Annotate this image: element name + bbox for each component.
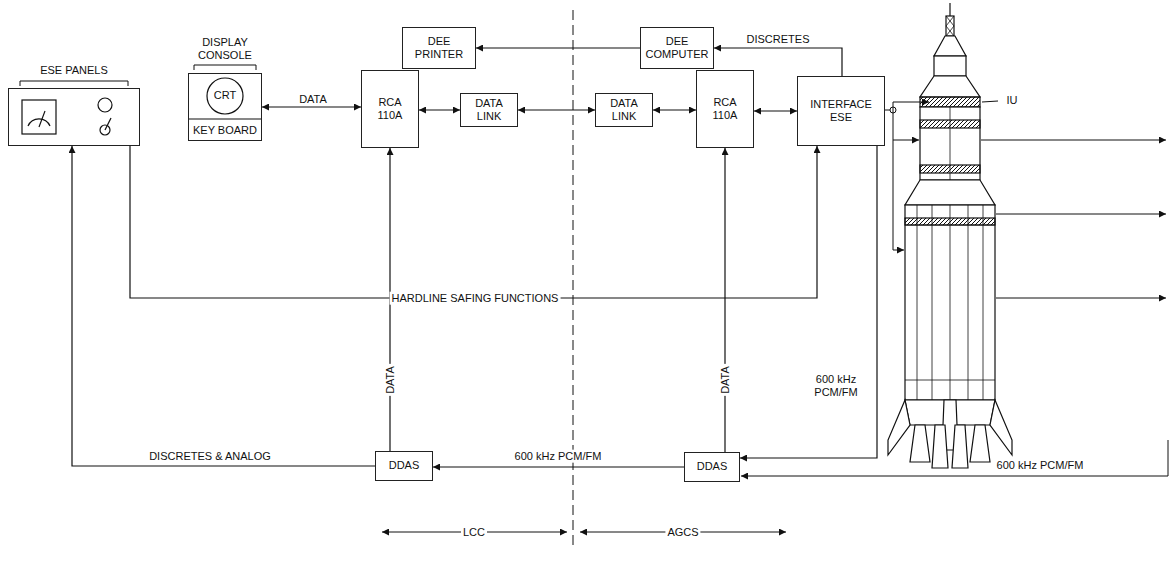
data-link-box: DATA LINK [460, 93, 518, 127]
panel-instruments [28, 119, 50, 126]
saturn-ib-rocket [983, 205, 984, 400]
signal-connector [740, 146, 877, 458]
saturn-ib-rocket [950, 205, 951, 400]
saturn-ib-rocket [946, 16, 954, 36]
saturn-ib-rocket [888, 400, 910, 455]
panel-instruments [39, 111, 45, 127]
signal-connector [754, 110, 797, 111]
saturn-ib-rocket [970, 425, 990, 462]
panel-instruments [22, 100, 56, 134]
saturn-ib-rocket [905, 180, 995, 205]
site-label: AGCS [665, 526, 700, 539]
vehicle-links [981, 140, 1166, 141]
vehicle-links [893, 250, 904, 251]
span-arrows [382, 532, 786, 533]
saturn-ib-rocket [920, 97, 980, 107]
saturn-ib-rocket [949, 3, 950, 16]
saturn-ib-rocket [905, 205, 995, 400]
saturn-ib-rocket [952, 425, 968, 468]
vehicle-links [741, 476, 1168, 477]
saturn-ib-rocket [917, 205, 918, 400]
heading-brackets [20, 81, 128, 86]
heading-brackets [194, 65, 256, 70]
vehicle-links [996, 298, 1166, 299]
vehicle-links [1168, 440, 1169, 476]
signal-label: DISCRETES [745, 33, 812, 46]
saturn-ib-rocket [968, 205, 969, 400]
panel-instruments [98, 98, 112, 112]
saturn-ib-rocket [910, 425, 930, 462]
saturn-ib-rocket [905, 218, 995, 225]
saturn-ib-rocket [950, 107, 951, 180]
signal-connector [419, 109, 460, 110]
signal-label: 600 kHz PCM/FM [995, 459, 1086, 472]
node-label: DDAS [389, 459, 420, 472]
saturn-ib-rocket [934, 36, 966, 56]
saturn-ib-rocket [990, 400, 1012, 455]
vehicle-links [741, 101, 1168, 476]
computer-box: RCA 110A [361, 70, 419, 148]
site-label: LCC [461, 526, 487, 539]
vehicle-links [982, 101, 998, 102]
vehicle-links [996, 214, 1166, 215]
signal-label: HARDLINE SAFING FUNCTIONS [390, 292, 561, 305]
signal-connector [476, 47, 640, 48]
node-label: RCA 110A [365, 96, 415, 122]
signal-label: 600 kHz PCM/FM [806, 373, 866, 398]
signal-connector [130, 146, 817, 298]
node-label: KEY BOARD [189, 124, 261, 137]
saturn-ib-rocket [888, 3, 1012, 468]
ddas-box: DDAS [684, 452, 740, 482]
signal-connector [262, 106, 361, 107]
vehicle-links [893, 102, 894, 250]
node-label: INTERFACE ESE [801, 98, 881, 124]
control-panel: ESE PANELS [8, 88, 140, 146]
saturn-ib-rocket [932, 425, 948, 468]
vehicle-links [893, 140, 919, 141]
node-label: DEE COMPUTER [644, 35, 710, 61]
saturn-ib-rocket [946, 16, 954, 36]
saturn-ib-rocket [934, 56, 966, 76]
signal-label: DATA [384, 364, 397, 396]
saturn-ib-rocket [932, 205, 933, 400]
signal-label: DATA [297, 93, 329, 106]
stage-callout: IU [1005, 94, 1020, 107]
signal-label: DISCRETES & ANALOG [147, 450, 273, 463]
node-label: RCA 110A [700, 96, 750, 122]
signal-connector [72, 146, 375, 466]
crt-screen [188, 78, 262, 119]
saturn-ib-rocket [920, 76, 980, 97]
ddas-box: DDAS [375, 451, 433, 481]
signal-label: DATA [719, 364, 732, 396]
signal-connector [724, 148, 725, 452]
node-heading: DISPLAY CONSOLE [180, 36, 270, 62]
node-label: CRT [189, 89, 261, 102]
panel-instruments [105, 118, 111, 130]
saturn-ib-rocket [905, 380, 995, 381]
node-label: DEE PRINTER [406, 35, 472, 61]
saturn-ib-rocket [920, 107, 980, 180]
node-label: DATA LINK [599, 97, 649, 123]
crt-screen [188, 118, 262, 119]
checkout-computer: DEE COMPUTER [640, 27, 714, 69]
display-console: DISPLAY CONSOLECRTKEY BOARD [188, 73, 262, 141]
signal-connector [714, 48, 842, 76]
signal-connector [518, 109, 595, 110]
panel-instruments [22, 98, 112, 135]
saturn-ib-rocket [905, 205, 995, 400]
node-label: DDAS [697, 460, 728, 473]
signal-connector [433, 466, 684, 467]
signal-connector [653, 109, 696, 110]
node-label: DATA LINK [464, 97, 514, 123]
data-link-box: DATA LINK [595, 93, 653, 127]
interface-box: INTERFACE ESE [797, 76, 885, 146]
signal-label: 600 kHz PCM/FM [513, 450, 604, 463]
output-printer: DEE PRINTER [402, 27, 476, 69]
node-heading: ESE PANELS [29, 64, 119, 77]
computer-box: RCA 110A [696, 70, 754, 148]
